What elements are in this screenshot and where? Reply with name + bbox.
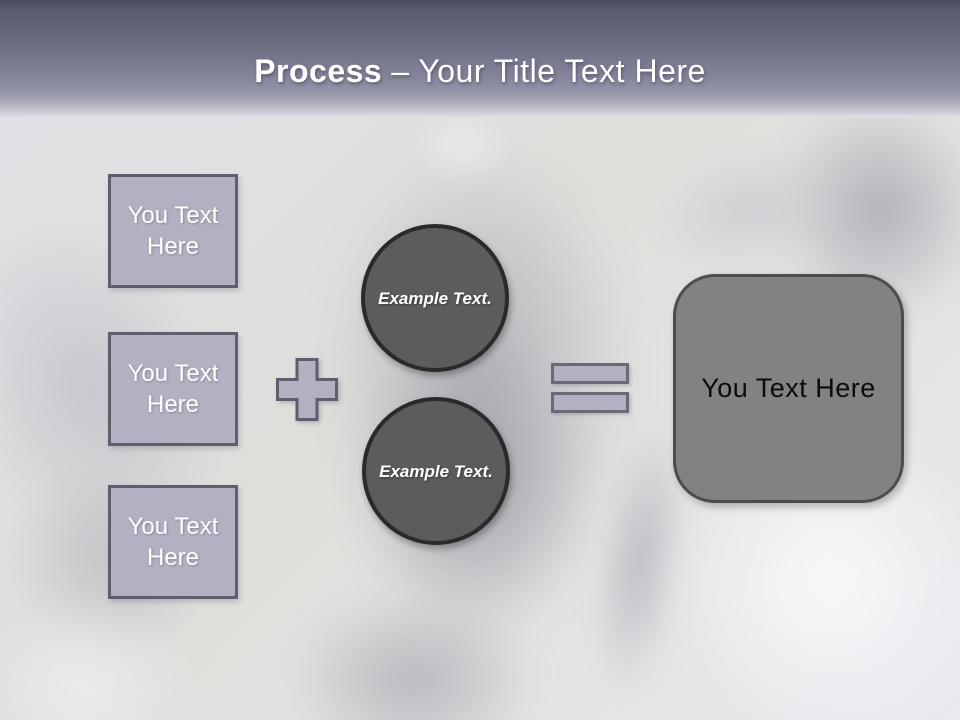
input-box-2-label: You Text Here xyxy=(127,360,219,418)
title-emphasis: Process xyxy=(254,53,383,89)
equals-icon xyxy=(551,363,629,413)
equals-bar-bottom xyxy=(551,392,629,413)
input-box-3: You Text Here xyxy=(108,485,238,599)
input-box-1: You Text Here xyxy=(108,174,238,288)
result-box: You Text Here xyxy=(673,274,904,503)
slide-title: Process– Your Title Text Here xyxy=(254,0,706,89)
example-circle-1-label: Example Text. xyxy=(378,288,492,308)
equals-bar-top xyxy=(551,363,629,384)
example-circle-2-label: Example Text. xyxy=(379,461,493,481)
example-circle-1: Example Text. xyxy=(361,224,509,372)
example-circle-2: Example Text. xyxy=(362,397,510,545)
input-box-2: You Text Here xyxy=(108,332,238,446)
input-box-3-label: You Text Here xyxy=(127,513,219,571)
title-banner: Process– Your Title Text Here xyxy=(0,0,960,118)
title-subtitle: – Your Title Text Here xyxy=(391,53,706,89)
result-box-label: You Text Here xyxy=(701,373,876,403)
plus-icon xyxy=(276,358,338,421)
input-box-1-label: You Text Here xyxy=(127,202,219,260)
